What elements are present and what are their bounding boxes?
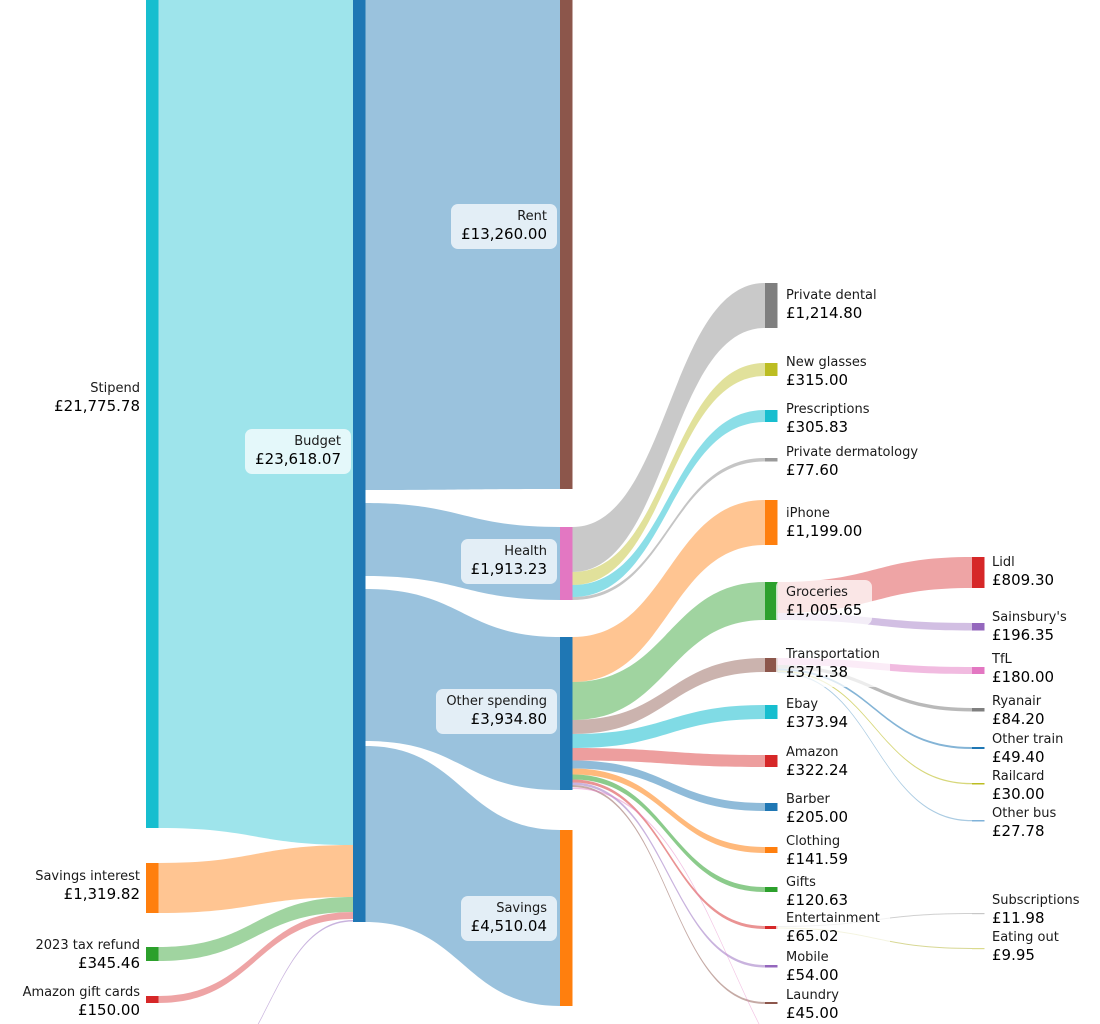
node-tax_refund	[146, 947, 159, 961]
node-other_train	[972, 747, 985, 749]
flow-other_spending-to-iphone	[572, 500, 765, 682]
flow-entertainment-to-eating_out	[777, 927, 972, 949]
flow-other_spending-to-entertainment	[572, 779, 765, 929]
node-amazon	[765, 755, 778, 767]
node-health	[560, 527, 573, 600]
flow-other_spending-to-barber	[572, 760, 765, 811]
node-gifts	[765, 887, 778, 892]
node-iphone	[765, 500, 778, 545]
flow-budget-to-rent	[365, 0, 560, 490]
flow-savings_interest-to-budget	[158, 845, 353, 913]
flow-tax_refund-to-budget	[158, 897, 353, 961]
flow-health-to-prescriptions	[572, 410, 765, 597]
node-amazon_gift_cards	[146, 996, 159, 1003]
node-stipend	[146, 0, 159, 828]
flow-budget-to-savings	[365, 746, 560, 1006]
node-savings_interest	[146, 863, 159, 913]
node-sainsburys	[972, 623, 985, 631]
flow-other_spending-to-groceries	[572, 582, 765, 720]
flow-entertainment-to-subscriptions	[777, 913, 972, 927]
node-savings	[560, 830, 573, 1006]
node-prescriptions	[765, 410, 778, 422]
node-tfl	[972, 667, 985, 674]
flow-transportation-to-other_bus	[777, 671, 972, 822]
node-ryanair	[972, 708, 985, 712]
node-mobile	[765, 965, 778, 968]
flow-health-to-private_dermatology	[572, 458, 765, 600]
node-clothing	[765, 847, 778, 853]
flow-other_spending-to-mobile	[572, 782, 765, 968]
node-private_dental	[765, 283, 778, 328]
flow-health-to-private_dental	[572, 283, 765, 572]
node-other_bus	[972, 820, 985, 822]
flow-transportation-to-other_train	[777, 668, 972, 749]
nodes-layer	[146, 0, 985, 1006]
node-lidl	[972, 557, 985, 588]
flow-other_spending-to-amazon	[572, 748, 765, 767]
node-subscriptions	[972, 913, 985, 915]
flow-other_spending-to-transportation	[572, 658, 765, 734]
flow-other_spending-to-laundry	[572, 785, 765, 1004]
flow-other_spending-to-clothing	[572, 768, 765, 853]
flows-layer	[158, 0, 972, 1024]
node-laundry	[765, 1002, 778, 1004]
node-other_spending	[560, 637, 573, 790]
flow-transportation-to-ryanair	[777, 665, 972, 712]
node-budget	[353, 0, 366, 922]
node-entertainment	[765, 926, 778, 929]
flow-health-to-new_glasses	[572, 363, 765, 585]
flow-transportation-to-railcard	[777, 670, 972, 785]
node-groceries	[765, 582, 778, 620]
node-railcard	[972, 783, 985, 785]
flow-other_spending-to-gifts	[572, 774, 765, 892]
flow-other_spending-to-offscreen	[572, 787, 760, 1024]
node-ebay	[765, 705, 778, 719]
flow-offscreen_source-to-budget	[257, 920, 353, 1024]
flow-budget-to-health	[365, 503, 560, 600]
node-barber	[765, 803, 778, 811]
node-transportation	[765, 658, 778, 672]
node-new_glasses	[765, 363, 778, 376]
flow-amazon_gift_cards-to-budget	[158, 912, 353, 1003]
node-private_dermatology	[765, 458, 778, 462]
node-eating_out	[972, 948, 985, 950]
flow-other_spending-to-ebay	[572, 705, 765, 748]
flow-groceries-to-lidl	[777, 557, 972, 613]
flow-stipend-to-budget	[158, 0, 353, 845]
flow-groceries-to-sainsburys	[777, 613, 972, 631]
node-rent	[560, 0, 573, 489]
